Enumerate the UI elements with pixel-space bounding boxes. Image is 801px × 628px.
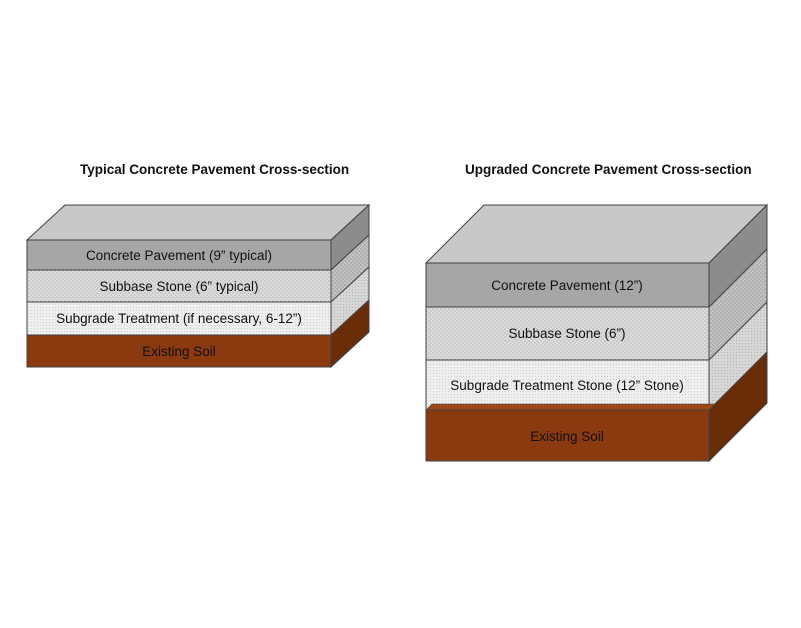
left-diagram-title: Typical Concrete Pavement Cross-section <box>80 162 350 177</box>
right-subbase-label: Subbase Stone (6”) <box>508 326 625 341</box>
left-concrete-top <box>25 204 371 241</box>
left-concrete-label: Concrete Pavement (9” typical) <box>86 248 272 263</box>
right-soil-top-strip <box>425 403 716 411</box>
left-soil-label: Existing Soil <box>142 344 216 359</box>
right-diagram: Concrete Pavement (12”) Subbase Stone (6… <box>424 203 769 463</box>
right-concrete-label: Concrete Pavement (12”) <box>491 278 643 293</box>
right-subbase-front <box>425 306 710 361</box>
left-concrete-front <box>26 239 332 271</box>
left-subgrade-label: Subgrade Treatment (if necessary, 6-12”) <box>56 311 302 326</box>
right-subgrade-label: Subgrade Treatment Stone (12” Stone) <box>450 378 683 393</box>
right-soil-front <box>425 409 710 462</box>
left-diagram: Concrete Pavement (9” typical) Subbase S… <box>25 203 371 369</box>
right-subgrade-front <box>425 359 710 411</box>
left-soil-front <box>26 334 332 368</box>
right-concrete-front <box>425 262 710 308</box>
left-subbase-label: Subbase Stone (6” typical) <box>99 279 258 294</box>
right-concrete-top <box>424 204 769 264</box>
left-subgrade-front <box>26 301 332 336</box>
right-soil-label: Existing Soil <box>530 429 604 444</box>
left-subbase-front <box>26 269 332 303</box>
right-diagram-title: Upgraded Concrete Pavement Cross-section <box>465 162 752 177</box>
